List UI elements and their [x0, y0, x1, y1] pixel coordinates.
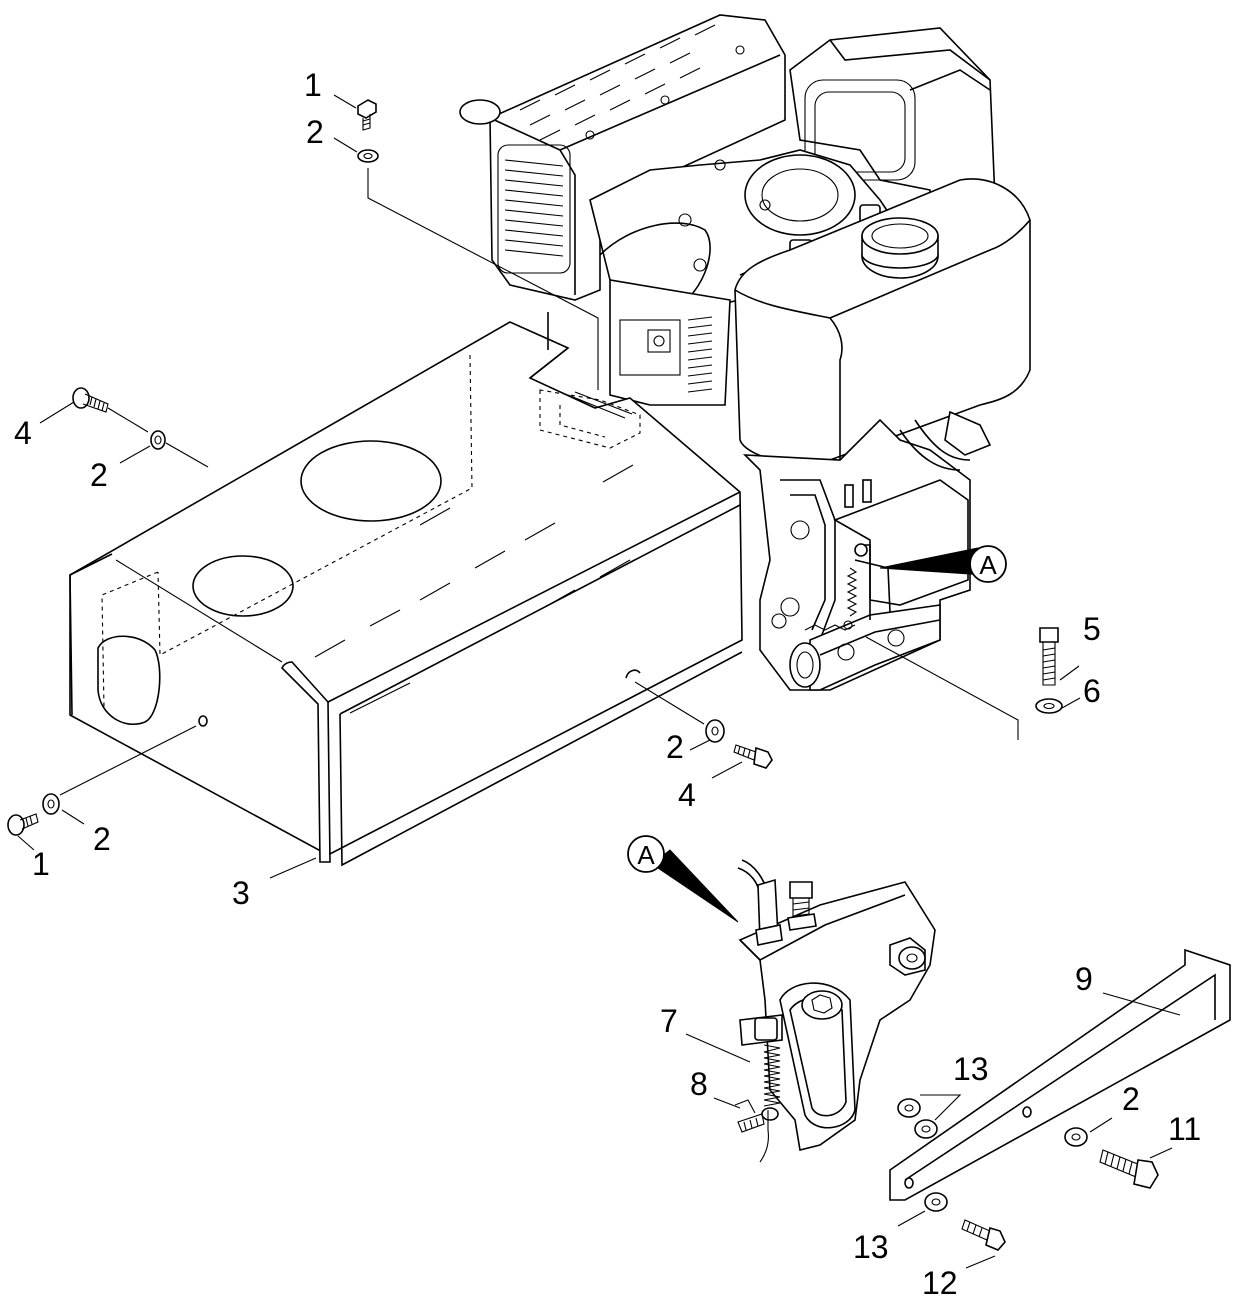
callout-12: 12 [922, 1265, 958, 1301]
marker-a-top-label: A [979, 550, 997, 580]
callout-8: 8 [690, 1066, 708, 1102]
callout-labels: 1 2 4 2 2 4 2 1 3 5 6 7 8 9 13 2 11 13 1… [14, 67, 1201, 1301]
detail-a-bracket [734, 859, 936, 1163]
callout-1-top: 1 [304, 67, 322, 103]
callout-2-left: 2 [90, 457, 108, 493]
callout-2-right: 2 [1122, 1081, 1140, 1117]
callout-11: 11 [1168, 1111, 1201, 1147]
callout-5: 5 [1083, 611, 1101, 647]
muffler-guard [69, 312, 743, 867]
leader-lines [17, 94, 1181, 1269]
bottom-fasteners [897, 1098, 1159, 1251]
callout-6: 6 [1083, 673, 1101, 709]
callout-2-bottom-left: 2 [93, 821, 111, 857]
engine-assembly [459, 14, 1031, 691]
callout-2-middle: 2 [666, 729, 684, 765]
callout-1-bottom-left: 1 [32, 846, 50, 882]
bracket-bar-part-9 [889, 948, 1231, 1201]
screw-part-1-top [357, 99, 377, 131]
detail-a-marker-top: A [879, 545, 1007, 583]
marker-a-bottom-label: A [637, 840, 655, 870]
callout-13-lower: 13 [853, 1229, 889, 1265]
callout-4-left: 4 [14, 415, 32, 451]
bolt-part-4-middle [733, 744, 773, 769]
callout-7: 7 [660, 1003, 678, 1039]
fasteners [7, 99, 1063, 836]
callout-3: 3 [232, 875, 250, 911]
callout-2-top: 2 [306, 114, 324, 150]
screw-part-1-bottom [7, 813, 39, 836]
callout-4-middle: 4 [678, 777, 696, 813]
bolt-part-4-left [72, 387, 109, 413]
callout-13-upper: 13 [953, 1051, 989, 1087]
detail-a-marker-bottom: A [627, 835, 739, 923]
bolt-part-5 [1039, 627, 1059, 686]
callout-9: 9 [1075, 961, 1093, 997]
